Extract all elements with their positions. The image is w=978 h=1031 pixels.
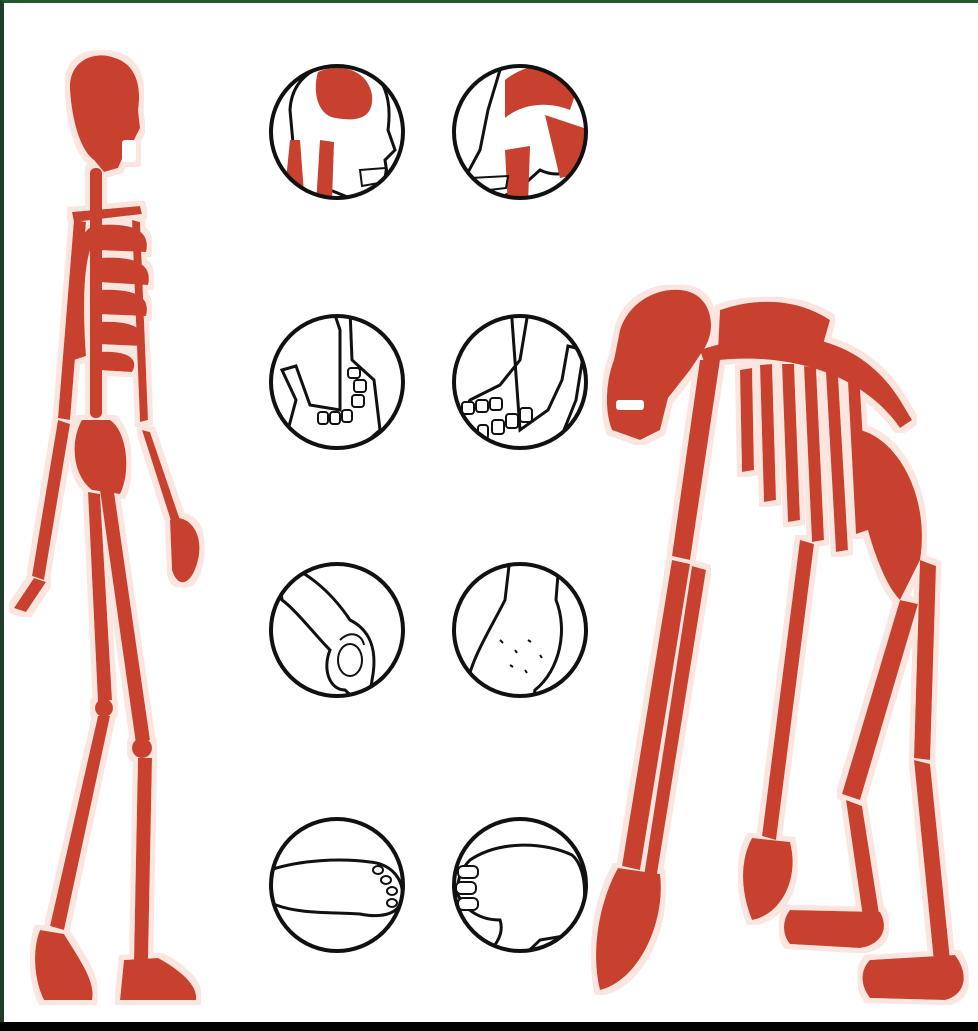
chimp-foot-back <box>863 955 964 1000</box>
comparison-grid <box>265 59 600 980</box>
human-clavicle <box>72 206 142 222</box>
human-foot-circle <box>265 819 403 951</box>
human-forearm <box>32 420 70 580</box>
human-foot-front <box>120 958 196 1000</box>
chimp-hand-circle <box>454 540 586 740</box>
human-jaw-circle <box>271 300 403 456</box>
chimp-upper-arm <box>672 360 720 560</box>
chimp-jaw-circle <box>454 292 586 460</box>
human-tibia-front <box>134 758 152 960</box>
chimp-back-femur <box>914 560 936 760</box>
chimp-foot-circle <box>454 819 586 980</box>
human-hand-circle <box>271 564 403 720</box>
human-pelvis <box>75 420 127 494</box>
chimpanzee-skeleton <box>596 290 964 1000</box>
chimp-foot-front <box>784 910 884 948</box>
chimp-tibia <box>846 800 880 924</box>
chimp-femur <box>842 600 918 800</box>
human-skull-circle <box>271 64 403 220</box>
human-tibia-back <box>50 716 110 930</box>
chimp-back-hand <box>743 838 793 920</box>
chimp-pelvis <box>856 430 922 600</box>
chimp-skull-circle <box>454 59 600 208</box>
chimp-ribcage <box>740 364 868 552</box>
chimp-back-tibia <box>914 760 950 962</box>
human-jaw-teeth <box>122 140 136 162</box>
human-skeleton <box>14 55 199 1000</box>
human-foot-back <box>35 930 93 1000</box>
chimp-front-hand <box>596 868 661 990</box>
